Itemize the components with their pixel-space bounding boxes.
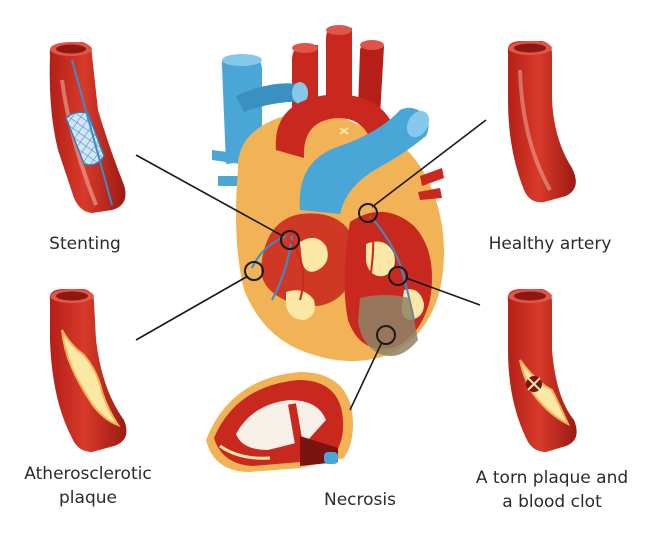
label-torn-line2: a blood clot — [502, 492, 602, 512]
clot-artery-icon — [507, 289, 577, 452]
heart-icon — [212, 25, 444, 362]
label-stenting: Stenting — [20, 232, 150, 256]
label-atherosclerotic-plaque: Atherosclerotic plaque — [0, 462, 176, 510]
healthy-artery-icon — [507, 41, 576, 203]
label-necrosis-text: Necrosis — [324, 490, 396, 510]
heart-cross-section-icon — [206, 372, 353, 472]
label-healthy-artery-text: Healthy artery — [488, 234, 612, 254]
label-torn-plaque: A torn plaque and a blood clot — [448, 466, 656, 514]
label-atherosclerotic-line2: plaque — [59, 488, 117, 508]
label-healthy-artery: Healthy artery — [460, 232, 640, 256]
callout-lines — [135, 119, 487, 411]
plaque-artery-icon — [49, 289, 127, 452]
label-atherosclerotic-line1: Atherosclerotic — [24, 464, 152, 484]
label-stenting-text: Stenting — [49, 234, 121, 254]
label-torn-line1: A torn plaque and — [475, 468, 629, 488]
label-necrosis: Necrosis — [300, 488, 420, 512]
stent-artery-icon — [49, 42, 126, 213]
